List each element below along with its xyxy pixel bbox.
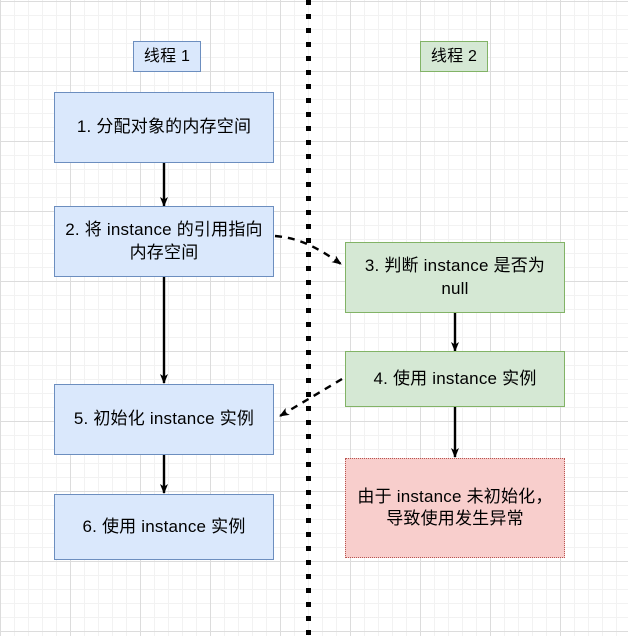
node-step-1: 1. 分配对象的内存空间 — [54, 92, 274, 163]
node-step-4: 4. 使用 instance 实例 — [345, 351, 565, 407]
lane-label-thread-1: 线程 1 — [133, 41, 201, 72]
node-error-note-label: 由于 instance 未初始化，导致使用发生异常 — [357, 486, 553, 528]
node-step-5-label: 5. 初始化 instance 实例 — [73, 409, 255, 429]
node-step-5: 5. 初始化 instance 实例 — [54, 384, 274, 455]
node-step-4-label: 4. 使用 instance 实例 — [373, 368, 537, 388]
node-step-6: 6. 使用 instance 实例 — [54, 494, 274, 560]
lane-label-thread-1-text: 线程 1 — [143, 47, 191, 65]
node-step-1-label: 1. 分配对象的内存空间 — [76, 117, 252, 137]
node-step-6-label: 6. 使用 instance 实例 — [82, 516, 246, 536]
node-step-2-label: 2. 将 instance 的引用指向内存空间 — [65, 220, 263, 262]
lane-label-thread-2-text: 线程 2 — [430, 47, 478, 65]
node-step-3-label: 3. 判断 instance 是否为 null — [364, 256, 546, 298]
node-error-note: 由于 instance 未初始化，导致使用发生异常 — [345, 458, 565, 558]
connector-step4-to-step5 — [279, 377, 343, 418]
node-step-3: 3. 判断 instance 是否为 null — [345, 242, 565, 313]
thread-divider-line — [306, 0, 311, 636]
node-step-2: 2. 将 instance 的引用指向内存空间 — [54, 206, 274, 277]
lane-label-thread-2: 线程 2 — [420, 41, 488, 72]
